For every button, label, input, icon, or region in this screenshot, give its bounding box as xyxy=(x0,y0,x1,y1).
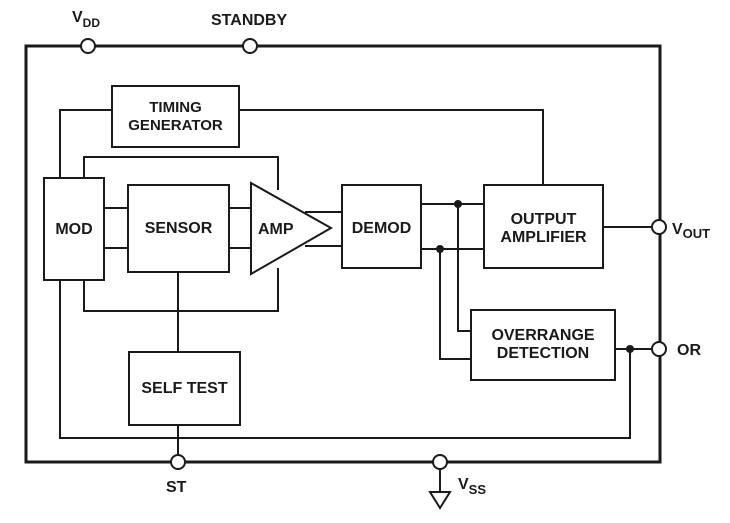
ground-symbol xyxy=(428,491,452,510)
output-amplifier-block: OUTPUT AMPLIFIER xyxy=(483,184,604,269)
or-label: OR xyxy=(677,342,701,359)
timing-generator-label-1: TIMING xyxy=(149,99,202,116)
timing-generator-block: TIMING GENERATOR xyxy=(111,85,240,148)
sensor-block: SENSOR xyxy=(127,184,230,273)
vout-pin xyxy=(651,219,667,235)
junction-dot xyxy=(454,200,462,208)
or-pin xyxy=(651,341,667,357)
vss-label: VSS xyxy=(458,476,486,497)
st-pin xyxy=(170,454,186,470)
wires xyxy=(59,109,651,492)
junction-dot xyxy=(626,345,634,353)
overrange-detection-label-2: DETECTION xyxy=(497,345,589,362)
output-amplifier-label-2: AMPLIFIER xyxy=(500,229,587,246)
output-amplifier-label-1: OUTPUT xyxy=(511,211,577,228)
demod-label: DEMOD xyxy=(352,220,412,237)
vdd-pin xyxy=(80,38,96,54)
overrange-detection-label-1: OVERRANGE xyxy=(491,327,594,344)
mod-block: MOD xyxy=(43,177,105,281)
sensor-label: SENSOR xyxy=(145,220,213,237)
vout-label: VOUT xyxy=(672,221,710,241)
overrange-detection-block: OVERRANGE DETECTION xyxy=(470,309,616,381)
self-test-label: SELF TEST xyxy=(141,380,227,397)
chip-outline xyxy=(24,44,662,464)
standby-label: STANDBY xyxy=(211,12,287,29)
junction-dot xyxy=(436,245,444,253)
amp-block: AMP xyxy=(250,181,334,276)
mod-label: MOD xyxy=(55,221,92,238)
amp-label: AMP xyxy=(258,221,294,238)
timing-generator-label-2: GENERATOR xyxy=(128,117,223,134)
vdd-label: VDD xyxy=(72,9,100,30)
demod-block: DEMOD xyxy=(341,184,422,269)
standby-pin xyxy=(242,38,258,54)
self-test-block: SELF TEST xyxy=(128,351,241,426)
st-label: ST xyxy=(166,479,187,496)
vss-pin xyxy=(432,454,448,470)
